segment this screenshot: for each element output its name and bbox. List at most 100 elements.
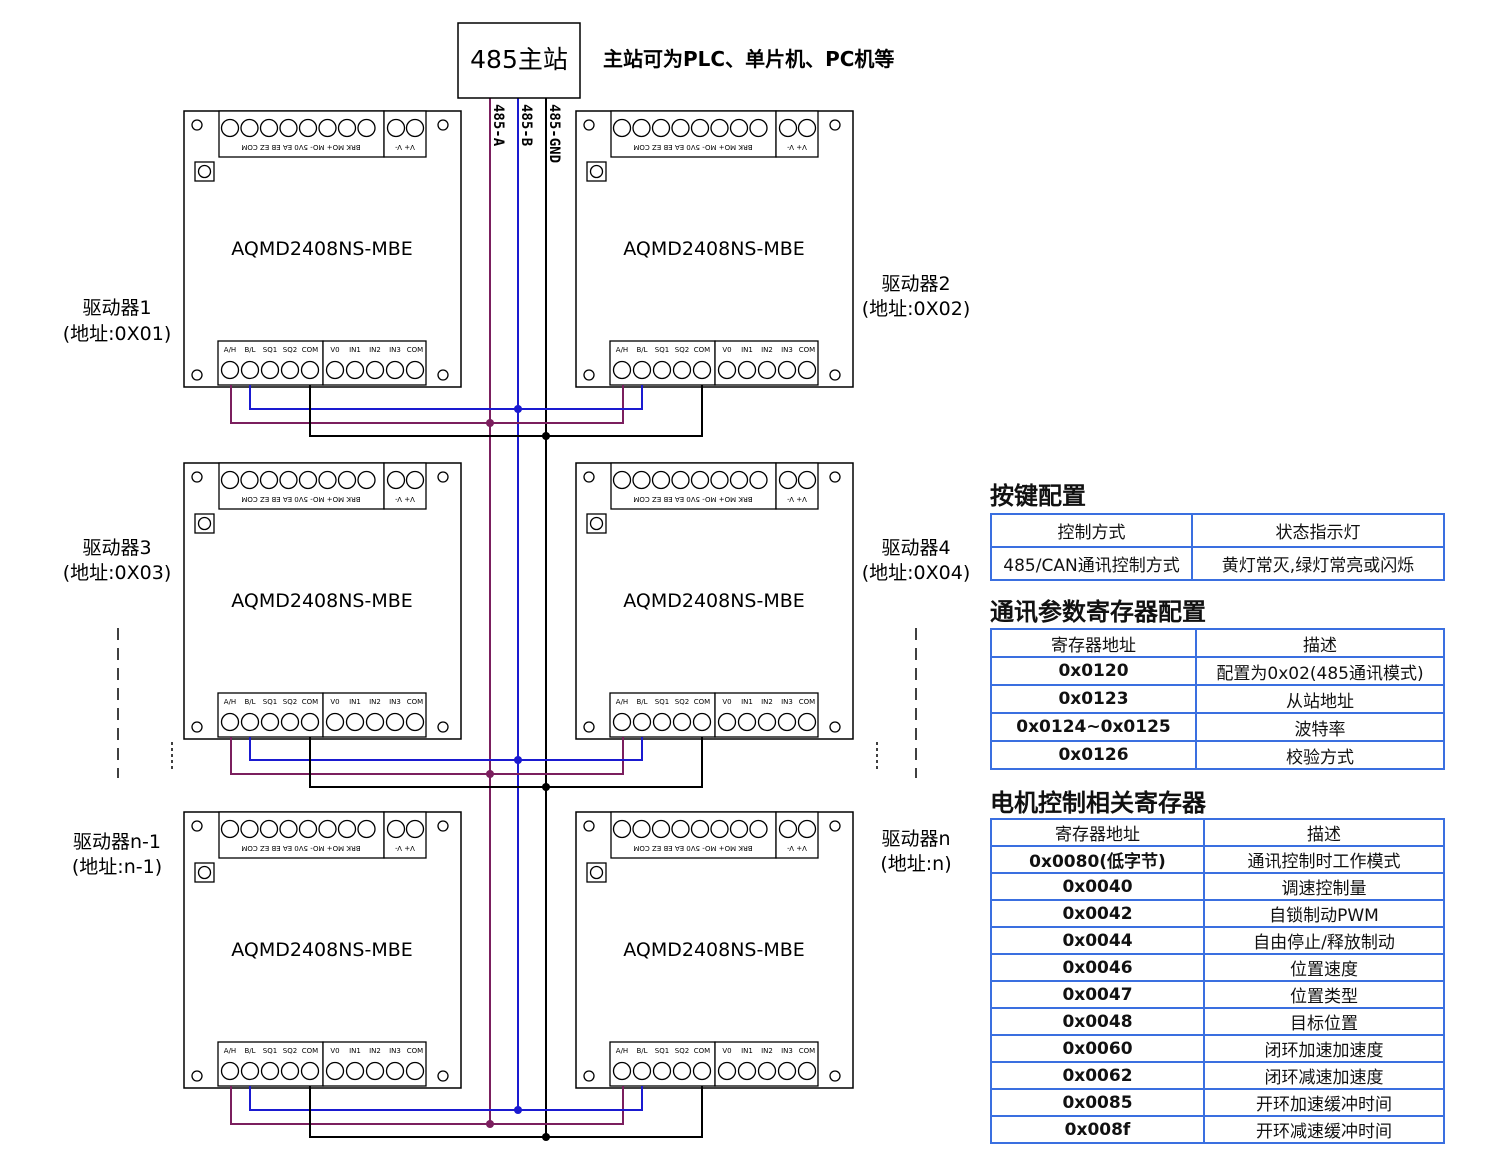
register-address: 0x0047 bbox=[990, 980, 1205, 1009]
terminal-screw bbox=[345, 712, 365, 732]
table-header-cell: 描述 bbox=[1203, 818, 1445, 847]
table-row: 485/CAN通讯控制方式 黄灯常灭,绿灯常亮或闪烁 bbox=[990, 546, 1445, 581]
terminal-screw bbox=[778, 470, 798, 490]
driver-3-address: (地址:0X03) bbox=[63, 562, 172, 584]
terminal-screw bbox=[729, 470, 749, 490]
driver-1-name: 驱动器1 bbox=[82, 297, 151, 319]
signal-pin-label: B/L bbox=[636, 346, 647, 354]
table-cell: 485/CAN通讯控制方式 bbox=[990, 546, 1193, 581]
terminal-screw bbox=[405, 712, 425, 732]
mounting-hole bbox=[583, 721, 595, 733]
register-address: 0x0046 bbox=[990, 953, 1205, 982]
register-description: 闭环减速加速度 bbox=[1203, 1061, 1445, 1090]
register-address: 0x0080(低字节) bbox=[990, 845, 1205, 874]
terminal-screw bbox=[778, 118, 798, 138]
driver-4-name: 驱动器4 bbox=[881, 537, 950, 559]
mounting-hole bbox=[583, 820, 595, 832]
driver-n-1-name: 驱动器n-1 bbox=[73, 831, 161, 853]
terminal-screw bbox=[778, 819, 798, 839]
terminal-screw bbox=[357, 470, 376, 490]
mounting-hole bbox=[437, 471, 449, 483]
led-lens bbox=[589, 164, 604, 179]
terminal-screw bbox=[325, 360, 345, 380]
terminal-screw bbox=[405, 360, 425, 380]
register-address: 0x0120 bbox=[990, 656, 1197, 686]
junction-dot bbox=[514, 1106, 522, 1114]
terminal-screw bbox=[612, 1061, 632, 1081]
wire-gnd-right bbox=[546, 737, 703, 788]
terminal-screw bbox=[280, 712, 300, 732]
terminal-screw bbox=[651, 118, 671, 138]
terminal-screw bbox=[220, 712, 240, 732]
signal-pin-label: SQ2 bbox=[283, 346, 297, 354]
io-pin-label: IN1 bbox=[741, 1047, 753, 1055]
wire-b-right bbox=[518, 737, 643, 761]
terminal-screw bbox=[652, 360, 672, 380]
table-header-cell: 描述 bbox=[1195, 628, 1445, 658]
io-pin-label: IN3 bbox=[389, 698, 401, 706]
io-pin-label: IN3 bbox=[781, 698, 793, 706]
terminal-screw bbox=[651, 470, 671, 490]
led-lens bbox=[197, 865, 212, 880]
top-pin-labels: BRK MO+ MO- 5V0 EA EB EZ COM bbox=[241, 143, 360, 151]
line-label-gnd: 485-GND bbox=[546, 104, 562, 163]
register-address: 0x0085 bbox=[990, 1088, 1205, 1117]
terminal-screw bbox=[280, 1061, 300, 1081]
terminal-screw bbox=[259, 819, 279, 839]
signal-pin-label: B/L bbox=[636, 698, 647, 706]
io-pin-label: IN3 bbox=[781, 346, 793, 354]
terminal-screw bbox=[777, 1061, 797, 1081]
table-header-row: 控制方式 状态指示灯 bbox=[990, 513, 1445, 548]
terminal-screw bbox=[300, 360, 320, 380]
terminal-screw bbox=[240, 118, 259, 138]
io-pin-label: COM bbox=[407, 346, 423, 354]
mounting-hole bbox=[191, 721, 203, 733]
terminal-screw bbox=[612, 819, 632, 839]
table-row: 0x0123 从站地址 bbox=[990, 684, 1445, 714]
register-address: 0x0060 bbox=[990, 1034, 1205, 1063]
mounting-hole bbox=[583, 471, 595, 483]
terminal-screw bbox=[612, 360, 632, 380]
terminal-screw bbox=[672, 712, 692, 732]
io-pin-label: IN2 bbox=[761, 698, 773, 706]
continuation-marks bbox=[117, 628, 917, 778]
terminal-screw bbox=[797, 712, 817, 732]
terminal-screw bbox=[797, 1061, 817, 1081]
terminal-screw bbox=[240, 712, 260, 732]
signal-pin-label: COM bbox=[694, 1047, 710, 1055]
terminal-screw bbox=[749, 118, 768, 138]
register-address: 0x0123 bbox=[990, 684, 1197, 714]
key-config-table: 控制方式 状态指示灯 485/CAN通讯控制方式 黄灯常灭,绿灯常亮或闪烁 bbox=[990, 513, 1445, 581]
mounting-hole bbox=[829, 820, 841, 832]
mounting-hole bbox=[437, 119, 449, 131]
register-description: 通讯控制时工作模式 bbox=[1203, 845, 1445, 874]
terminal-screw bbox=[632, 360, 652, 380]
table-row: 0x0080(低字节)通讯控制时工作模式 bbox=[990, 845, 1445, 874]
line-label-b: 485-B bbox=[518, 104, 534, 146]
terminal-screw bbox=[797, 819, 817, 839]
driver-model: AQMD2408NS-MBE bbox=[623, 939, 805, 961]
terminal-screw bbox=[385, 1061, 405, 1081]
terminal-screw bbox=[365, 360, 385, 380]
mounting-hole bbox=[829, 471, 841, 483]
terminal-screw bbox=[612, 712, 632, 732]
register-description: 调速控制量 bbox=[1203, 872, 1445, 901]
terminal-screw bbox=[672, 1061, 692, 1081]
driver-3-name: 驱动器3 bbox=[82, 537, 151, 559]
terminal-screw bbox=[279, 118, 298, 138]
signal-pin-label: COM bbox=[302, 346, 318, 354]
register-address: 0x0062 bbox=[990, 1061, 1205, 1090]
mounting-hole bbox=[191, 119, 203, 131]
terminal-screw bbox=[337, 819, 357, 839]
terminal-screw bbox=[757, 712, 777, 732]
terminal-screw bbox=[729, 118, 749, 138]
terminal-screw bbox=[240, 470, 259, 490]
